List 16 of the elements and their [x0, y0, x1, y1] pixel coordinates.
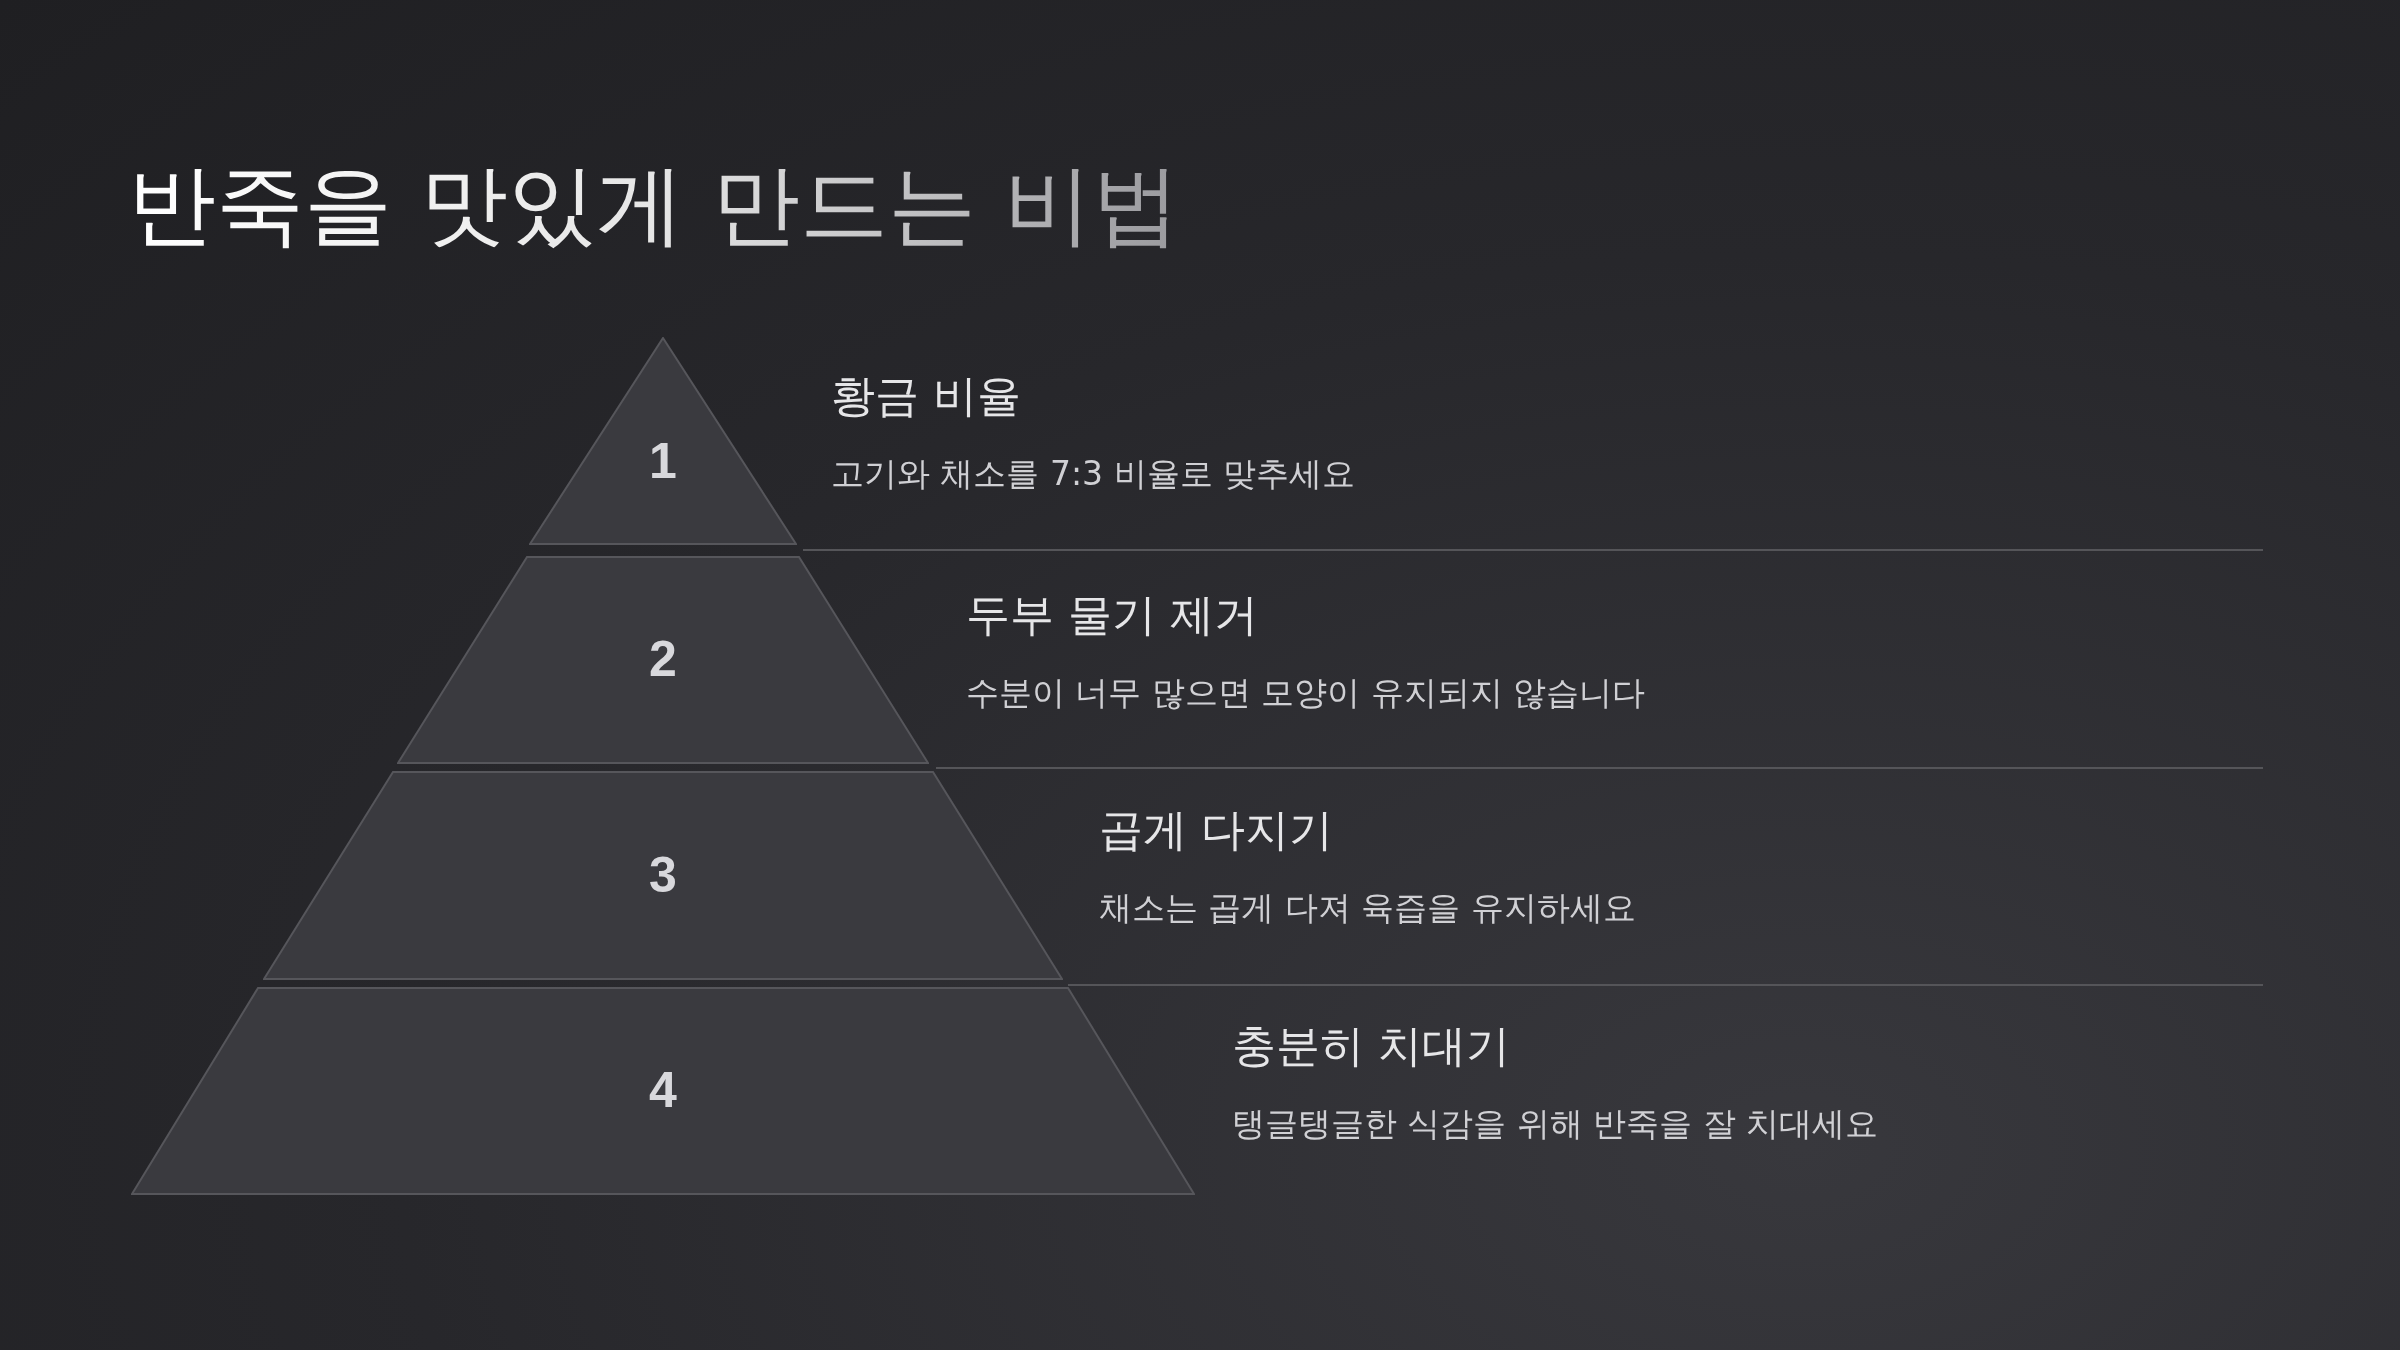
tier-heading: 곱게 다지기 — [1099, 803, 1333, 857]
tier-number: 1 — [648, 431, 678, 490]
pyramid-tier — [397, 556, 929, 764]
tier-heading: 충분히 치대기 — [1232, 1019, 1510, 1073]
tier-heading: 두부 물기 제거 — [966, 588, 1258, 642]
pyramid-tier — [263, 771, 1063, 980]
tier-number: 3 — [648, 845, 678, 904]
tier-number: 2 — [648, 630, 678, 688]
pyramid-tier — [131, 987, 1195, 1195]
tier-number: 4 — [648, 1061, 678, 1119]
tier-description: 고기와 채소를 7:3 비율로 맞추세요 — [831, 453, 1356, 495]
tier-description: 채소는 곱게 다져 육즙을 유지하세요 — [1099, 887, 1636, 929]
tier-description: 수분이 너무 많으면 모양이 유지되지 않습니다 — [966, 672, 1646, 714]
tier-description: 탱글탱글한 식감을 위해 반죽을 잘 치대세요 — [1232, 1103, 1879, 1145]
tier-heading: 황금 비율 — [831, 369, 1021, 423]
pyramid-apex — [529, 337, 797, 545]
